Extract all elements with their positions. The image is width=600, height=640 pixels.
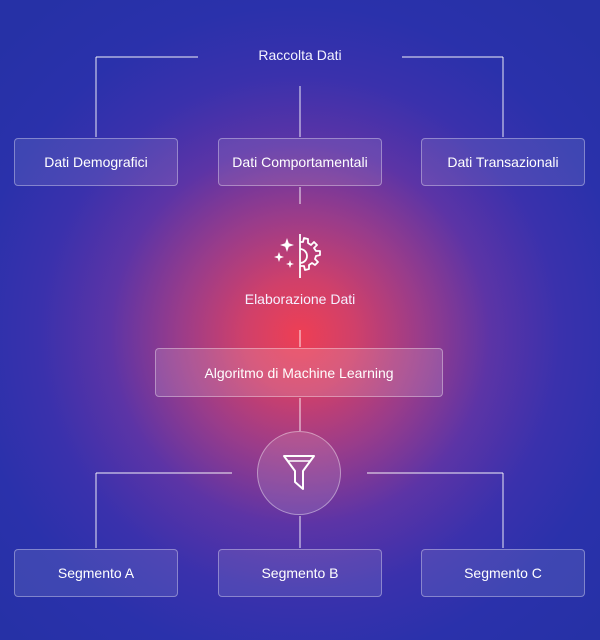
source-box-transactional: Dati Transazionali <box>421 138 585 186</box>
algorithm-box: Algoritmo di Machine Learning <box>155 348 443 397</box>
source-box-behavioral: Dati Comportamentali <box>218 138 382 186</box>
diagram-title: Raccolta Dati <box>258 47 342 63</box>
source-box-demographic: Dati Demografici <box>14 138 178 186</box>
segment-box-b: Segmento B <box>218 549 382 597</box>
funnel-icon <box>283 455 315 490</box>
filter-node <box>257 431 341 515</box>
segment-box-a: Segmento A <box>14 549 178 597</box>
segment-box-c: Segmento C <box>421 549 585 597</box>
sparkle-gear-icon <box>274 234 321 278</box>
processing-label: Elaborazione Dati <box>244 291 356 307</box>
